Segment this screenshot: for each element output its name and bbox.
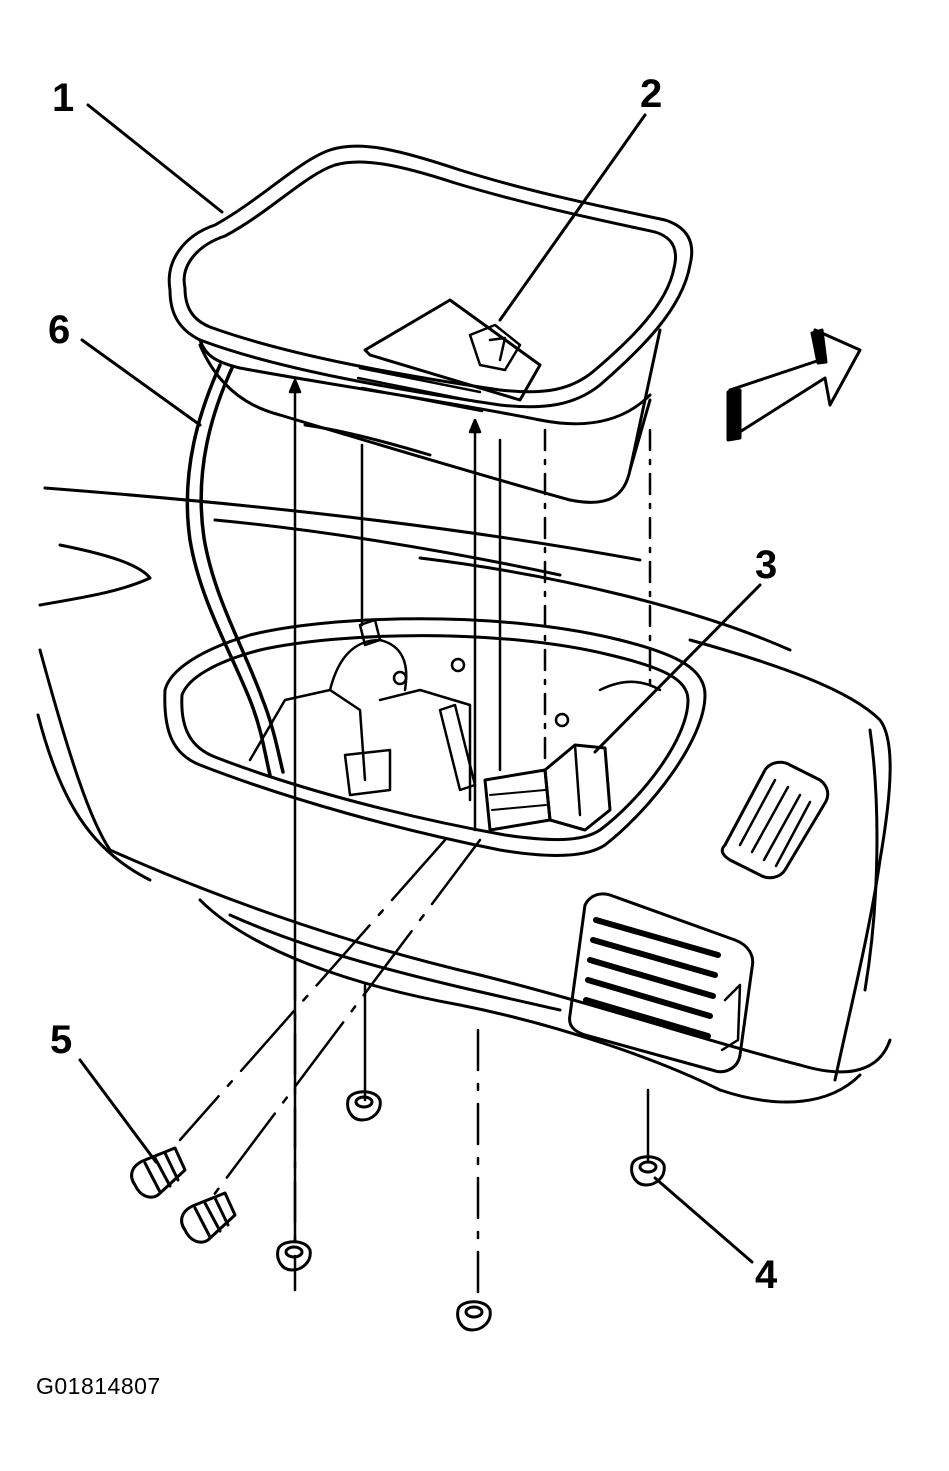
callout-5: 5 (50, 1018, 73, 1062)
leader-1 (86, 103, 224, 214)
leader-2 (498, 113, 647, 322)
assembly-guide-lines (178, 378, 652, 1302)
figure-id: G01814807 (36, 1373, 161, 1399)
leader-3 (593, 583, 762, 754)
callout-1: 1 (52, 76, 75, 120)
screw-fastener-2 (180, 1191, 237, 1244)
nut-fastener-2 (276, 1240, 312, 1272)
callout-6: 6 (48, 308, 71, 352)
lower-vent (568, 892, 755, 1074)
screw-fastener-1 (130, 1146, 187, 1199)
nut-fastener-1 (346, 1090, 382, 1122)
callout-4: 4 (755, 1253, 778, 1297)
callout-leaders (78, 103, 762, 1264)
upper-vent (720, 760, 830, 880)
nut-fastener-3 (456, 1300, 492, 1332)
instrument-panel (36, 486, 892, 1104)
leader-4 (653, 1176, 754, 1264)
leader-6 (80, 338, 202, 427)
nut-fastener-4 (630, 1155, 666, 1187)
front-direction-arrow (726, 328, 862, 442)
wire-harness (185, 363, 285, 777)
callout-2: 2 (640, 72, 663, 116)
leader-5 (78, 1058, 158, 1164)
console-assembly (167, 144, 694, 504)
callout-3: 3 (755, 543, 778, 587)
